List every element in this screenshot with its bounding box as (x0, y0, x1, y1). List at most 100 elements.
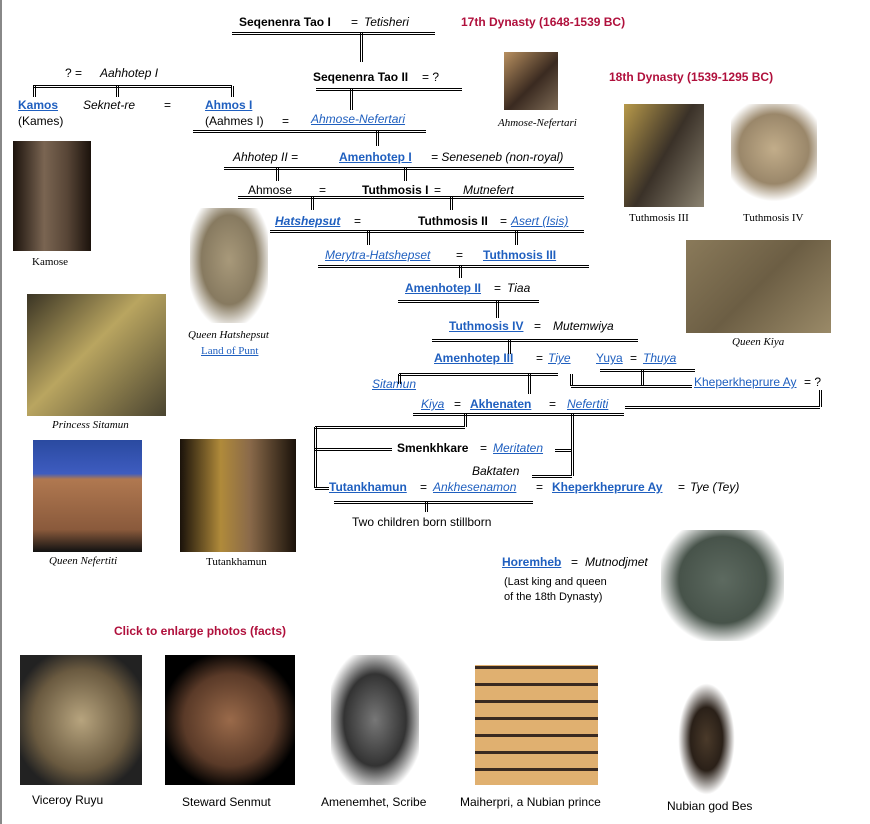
last-king-note-2: of the 18th Dynasty) (504, 591, 603, 603)
seqenenra-tao-ii: Seqenenra Tao II (313, 70, 409, 84)
equals: = (630, 351, 638, 365)
queen-nefertiti-photo[interactable] (33, 440, 142, 552)
connector-line (238, 196, 584, 199)
amenhotep-iii-link[interactable]: Amenhotep III (434, 351, 514, 365)
kiya-link[interactable]: Kiya (421, 397, 445, 411)
seqenenra-tao-i: Seqenenra Tao I (239, 15, 331, 29)
tiye-link[interactable]: Tiye (548, 351, 571, 365)
horemheb-link[interactable]: Horemheb (502, 555, 562, 569)
ahmose-nefertari-link[interactable]: Ahmose-Nefertari (311, 112, 406, 126)
kheperkheprure-ay-link-2[interactable]: Kheperkheprure Ay (552, 480, 663, 494)
connector-line (570, 374, 573, 386)
heading-18th-dynasty: 18th Dynasty (1539-1295 BC) (609, 70, 774, 84)
connector-line (376, 131, 379, 146)
unknown-spouse-3: = ? (804, 375, 822, 389)
tuthmosis-iv-link[interactable]: Tuthmosis IV (449, 319, 524, 333)
caption-maiherpri: Maiherpri, a Nubian prince (460, 795, 601, 809)
princess-sitamun-photo[interactable] (27, 294, 166, 416)
connector-line (425, 502, 428, 512)
tutankhamun-photo[interactable] (180, 439, 296, 552)
connector-line (315, 448, 392, 451)
connector-line (496, 301, 499, 318)
equals: = (500, 214, 508, 228)
smenkhkare: Smenkhkare (397, 441, 469, 455)
tuthmosis-iv-photo[interactable] (731, 104, 817, 204)
amenhotep-i-link[interactable]: Amenhotep I (339, 150, 412, 164)
kames: (Kames) (18, 114, 64, 128)
click-to-enlarge-note: Click to enlarge photos (facts) (114, 624, 287, 638)
steward-senmut-photo[interactable] (165, 655, 295, 785)
connector-line (318, 265, 589, 268)
connector-line (311, 197, 314, 210)
asert-link[interactable]: Asert (Isis) (511, 214, 569, 228)
connector-line (116, 86, 119, 97)
connector-line (641, 370, 644, 386)
equals: = (351, 15, 359, 29)
maiherpri-photo[interactable] (475, 665, 598, 785)
tutankhamun-link[interactable]: Tutankhamun (329, 480, 407, 494)
sitamun-link[interactable]: Sitamun (372, 377, 417, 391)
connector-line (625, 406, 820, 409)
ahmose-nefertari-photo[interactable] (504, 52, 558, 110)
kheperkheprure-ay-link[interactable]: Kheperkheprure Ay (694, 375, 797, 389)
tuthmosis-iii-photo[interactable] (624, 104, 704, 207)
caption-amenemhet: Amenemhet, Scribe (321, 795, 427, 809)
connector-line (432, 339, 638, 342)
queen-kiya-photo[interactable] (686, 240, 831, 333)
last-king-note: (Last king and queen (504, 576, 607, 588)
equals: = (536, 351, 544, 365)
connector-line (464, 414, 467, 427)
merytra-hatshepset-link[interactable]: Merytra-Hatshepset (325, 248, 431, 262)
thuya-link[interactable]: Thuya (643, 351, 677, 365)
equals: = (164, 98, 172, 112)
hatshepsut-link[interactable]: Hatshepsut (275, 214, 341, 228)
akhenaten-link[interactable]: Akhenaten (470, 397, 532, 411)
ahmos-i-link[interactable]: Ahmos I (205, 98, 253, 112)
connector-line (398, 374, 401, 384)
connector-line (33, 86, 36, 97)
connector-line (413, 413, 624, 416)
caption-queen-kiya: Queen Kiya (732, 336, 785, 348)
viceroy-ruyu-photo[interactable] (20, 655, 142, 785)
connector-line (350, 89, 353, 110)
connector-line (508, 340, 511, 354)
hatshepsut-photo[interactable] (190, 208, 268, 323)
connector-line (334, 501, 533, 504)
ankhesenamon-link[interactable]: Ankhesenamon (433, 480, 517, 494)
aahhotep-i: Aahhotep I (100, 66, 159, 80)
connector-line (528, 374, 531, 394)
caption-nubian-god-bes: Nubian god Bes (667, 799, 753, 813)
ahmose: Ahmose (248, 183, 293, 197)
connector-line (555, 449, 572, 452)
connector-line (232, 32, 435, 35)
tuthmosis-iii-link[interactable]: Tuthmosis III (483, 248, 557, 262)
connector-line (270, 230, 584, 233)
yuya-link[interactable]: Yuya (596, 351, 623, 365)
connector-line (532, 475, 572, 478)
aahmes-i: (Aahmes I) (205, 114, 264, 128)
equals: = (536, 480, 544, 494)
amenemhet-photo[interactable] (331, 655, 419, 785)
kamose-photo[interactable] (13, 141, 91, 251)
nubian-god-bes-photo[interactable] (678, 683, 735, 795)
kamos-link[interactable]: Kamos (18, 98, 59, 112)
amenhotep-ii-link[interactable]: Amenhotep II (405, 281, 482, 295)
horemheb-photo[interactable] (661, 530, 784, 641)
land-of-punt-link[interactable]: Land of Punt (201, 345, 259, 357)
connector-line (193, 130, 426, 133)
tye: Tye (Tey) (690, 480, 740, 494)
stillborn-children: Two children born stillborn (352, 515, 492, 529)
tiaa: Tiaa (507, 281, 531, 295)
equals: = (678, 480, 686, 494)
connector-line (231, 86, 234, 97)
caption-kamose: Kamose (32, 256, 69, 268)
equals: = (354, 214, 362, 228)
tuthmosis-ii: Tuthmosis II (418, 214, 488, 228)
nefertiti-link[interactable]: Nefertiti (567, 397, 609, 411)
meritaten-link[interactable]: Meritaten (493, 441, 544, 455)
connector-line (459, 266, 462, 278)
ahhotep-ii: Ahhotep II = (233, 150, 299, 164)
caption-tuthmosis-iv: Tuthmosis IV (743, 212, 804, 224)
seknet-re: Seknet-re (83, 98, 136, 112)
